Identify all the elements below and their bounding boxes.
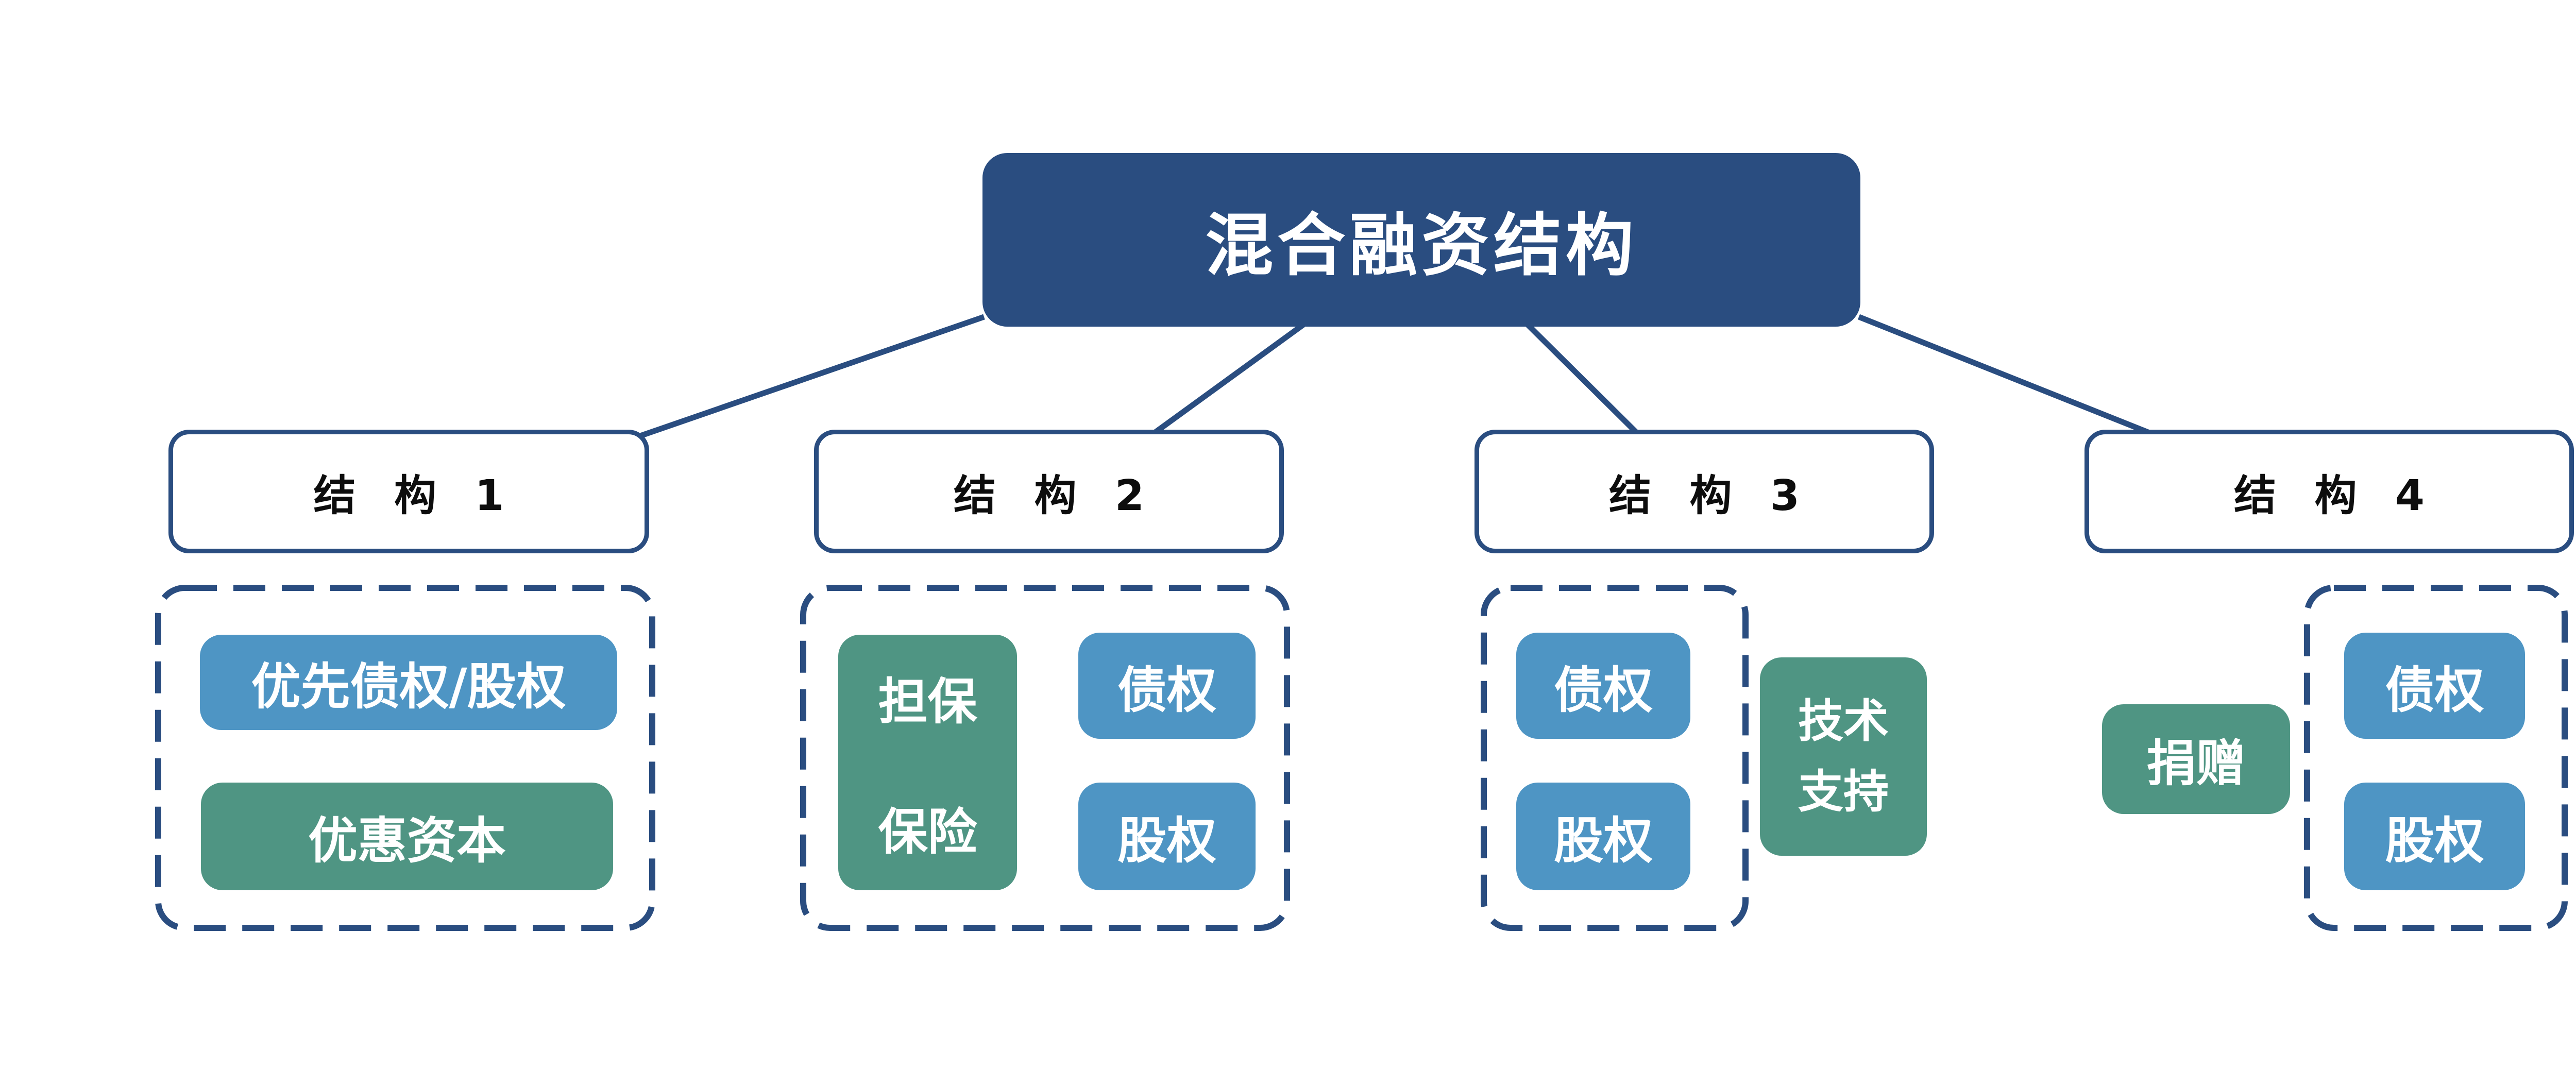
structure3-node-technical-support: 技术 支持	[1760, 657, 1927, 856]
structure3-node-equity: 股权	[1516, 783, 1690, 890]
structure3-header: 结 构 3	[1475, 430, 1934, 553]
structure4-header: 结 构 4	[2084, 430, 2574, 553]
diagram-title: 混合融资结构	[982, 153, 1860, 327]
structure2-dashed-container	[800, 585, 1290, 931]
connector-title-to-structure1	[636, 314, 985, 440]
structure1-header: 结 构 1	[168, 430, 649, 553]
structure1-node-senior-debt-equity: 优先债权/股权	[200, 635, 617, 730]
structure4-node-donation: 捐赠	[2102, 704, 2290, 814]
structure1-node-concessional-capital: 优惠资本	[201, 783, 613, 890]
structure3-node-debt: 债权	[1516, 633, 1690, 739]
guarantee-label: 担保	[878, 673, 977, 731]
structure4-dashed-container	[2304, 585, 2568, 931]
structure4-node-debt: 债权	[2344, 633, 2525, 739]
support-label: 支持	[1798, 765, 1889, 818]
structure2-node-equity: 股权	[1078, 783, 1256, 890]
connector-title-to-structure3	[1526, 323, 1643, 439]
structure4-node-equity: 股权	[2344, 783, 2525, 890]
structure1-dashed-container	[155, 585, 655, 931]
insurance-label: 保险	[878, 803, 977, 861]
technical-label: 技术	[1798, 694, 1889, 748]
structure2-node-debt: 债权	[1078, 633, 1256, 739]
connector-title-to-structure4	[1857, 314, 2161, 440]
structure3-dashed-container	[1481, 585, 1749, 931]
structure2-node-guarantee-insurance: 担保 保险	[838, 635, 1017, 890]
connector-title-to-structure2	[1147, 322, 1306, 439]
structure2-header: 结 构 2	[814, 430, 1284, 553]
